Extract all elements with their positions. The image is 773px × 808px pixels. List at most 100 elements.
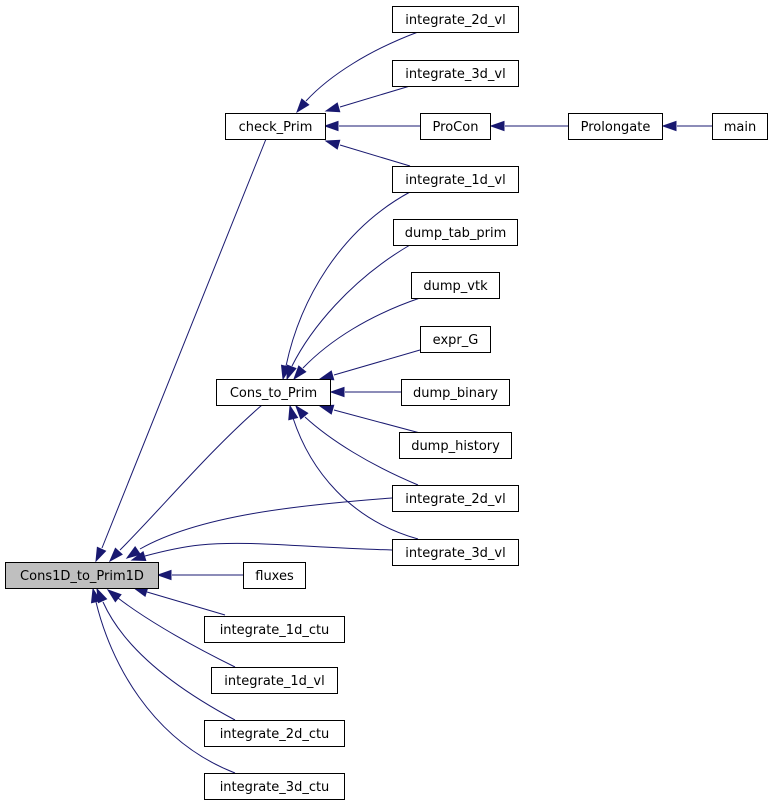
edge-dump_tab_prim-to-cons_to_prim <box>291 244 411 367</box>
node-label: fluxes <box>255 569 294 584</box>
node-i1dctu[interactable]: integrate_1d_ctu <box>204 616 345 643</box>
node-i2dvl-mid[interactable]: integrate_2d_vl <box>392 485 519 512</box>
edge-i2dvl_top-to-check_prim <box>305 31 419 102</box>
node-box[interactable] <box>392 485 519 512</box>
node-box[interactable] <box>392 6 519 33</box>
node-i2dvl-top[interactable]: integrate_2d_vl <box>392 6 519 33</box>
edge-expr_g-to-cons_to_prim <box>333 349 421 376</box>
node-dump-history[interactable]: dump_history <box>399 432 512 459</box>
node-label: Cons_to_Prim <box>230 386 317 401</box>
edge-dump_vtk-to-cons_to_prim <box>302 297 421 369</box>
arrowhead-icon <box>90 587 102 604</box>
node-label: integrate_1d_vl <box>224 674 324 689</box>
node-box[interactable] <box>216 379 331 406</box>
node-main[interactable]: main <box>712 113 768 140</box>
node-label: expr_G <box>433 333 479 348</box>
edge-i1dvl-to-cons_to_prim <box>285 191 411 367</box>
node-box[interactable] <box>392 166 519 193</box>
node-box[interactable] <box>712 113 768 140</box>
edge-cons_to_prim-to-cons1d <box>119 404 263 551</box>
edge-i3dvl_mid-to-cons1d <box>144 542 393 557</box>
arrowhead-icon <box>318 404 335 415</box>
node-box[interactable] <box>392 539 519 566</box>
node-label: dump_vtk <box>423 279 488 294</box>
node-i3dctu[interactable]: integrate_3d_ctu <box>204 773 345 800</box>
node-label: dump_tab_prim <box>405 226 507 241</box>
node-box[interactable] <box>243 562 306 589</box>
node-box[interactable] <box>568 113 663 140</box>
arrowhead-icon <box>288 404 299 421</box>
node-box[interactable] <box>399 432 512 459</box>
node-box[interactable] <box>393 219 518 246</box>
edge-i2dvl_mid-to-cons_to_prim <box>304 416 419 486</box>
node-prolongate[interactable]: Prolongate <box>568 113 663 140</box>
edge-i3dvl_mid-to-cons_to_prim <box>292 417 419 540</box>
node-dump-vtk[interactable]: dump_vtk <box>411 272 500 299</box>
node-label: integrate_1d_ctu <box>220 623 330 638</box>
node-expr-g[interactable]: expr_G <box>420 326 491 353</box>
arrowhead-icon <box>156 569 172 581</box>
node-label: integrate_2d_vl <box>405 492 505 507</box>
node-dump-tab-prim[interactable]: dump_tab_prim <box>393 219 518 246</box>
node-i1dvl-b[interactable]: integrate_1d_vl <box>211 667 338 694</box>
node-label: Prolongate <box>581 120 651 135</box>
edge-dump_history-to-cons_to_prim <box>333 409 421 434</box>
node-label: integrate_3d_ctu <box>220 780 330 795</box>
arrowhead-icon <box>489 120 505 132</box>
node-box[interactable] <box>204 773 345 800</box>
arrowhead-icon <box>324 139 341 150</box>
arrowhead-icon <box>295 404 309 420</box>
arrowhead-icon <box>108 547 123 563</box>
node-label: integrate_3d_vl <box>405 546 505 561</box>
arrowhead-icon <box>324 102 341 113</box>
node-label: integrate_2d_ctu <box>220 727 330 742</box>
arrowhead-icon <box>318 370 335 381</box>
edge-i2dctu-to-cons1d <box>102 601 236 721</box>
node-cons1d[interactable]: Cons1D_to_Prim1D <box>5 562 159 589</box>
node-cons-to-prim[interactable]: Cons_to_Prim <box>216 379 331 406</box>
arrowhead-icon <box>323 120 339 132</box>
arrowhead-icon <box>661 120 677 132</box>
node-label: integrate_1d_vl <box>405 173 505 188</box>
arrowhead-icon <box>106 589 122 603</box>
edge-i3dctu-to-cons1d <box>95 601 236 774</box>
edge-check_prim-to-cons1d <box>101 138 267 549</box>
node-label: dump_binary <box>413 386 498 401</box>
node-label: Cons1D_to_Prim1D <box>20 569 144 584</box>
edge-i1dvl_b-to-cons1d <box>117 597 236 668</box>
node-box[interactable] <box>411 272 500 299</box>
node-box[interactable] <box>225 113 326 140</box>
node-i3dvl-top[interactable]: integrate_3d_vl <box>392 60 519 87</box>
node-label: main <box>724 120 756 135</box>
node-label: check_Prim <box>239 120 313 135</box>
node-box[interactable] <box>204 616 345 643</box>
edge-i3dvl_top-to-check_prim <box>339 85 411 108</box>
node-box[interactable] <box>5 562 159 589</box>
arrowhead-icon <box>125 546 142 559</box>
arrowhead-icon <box>95 546 107 563</box>
node-procon[interactable]: ProCon <box>420 113 491 140</box>
node-i2dctu[interactable]: integrate_2d_ctu <box>204 720 345 747</box>
edge-i2dvl_mid-to-cons1d <box>139 497 393 550</box>
node-box[interactable] <box>401 379 510 406</box>
node-box[interactable] <box>420 113 491 140</box>
node-box[interactable] <box>420 326 491 353</box>
node-check-prim[interactable]: check_Prim <box>225 113 326 140</box>
node-label: dump_history <box>411 439 500 454</box>
edge-i1dctu-to-cons1d <box>146 591 226 616</box>
node-box[interactable] <box>204 720 345 747</box>
arrowhead-icon <box>329 386 345 398</box>
node-i1dvl[interactable]: integrate_1d_vl <box>392 166 519 193</box>
arrowhead-icon <box>296 98 310 114</box>
node-label: ProCon <box>433 120 479 135</box>
arrowhead-icon <box>293 365 307 381</box>
node-box[interactable] <box>392 60 519 87</box>
edge-i1dvl-to-check_prim <box>339 144 411 167</box>
node-dump-binary[interactable]: dump_binary <box>401 379 510 406</box>
node-i3dvl-mid[interactable]: integrate_3d_vl <box>392 539 519 566</box>
node-box[interactable] <box>211 667 338 694</box>
node-fluxes[interactable]: fluxes <box>243 562 306 589</box>
arrowhead-icon <box>286 364 297 381</box>
